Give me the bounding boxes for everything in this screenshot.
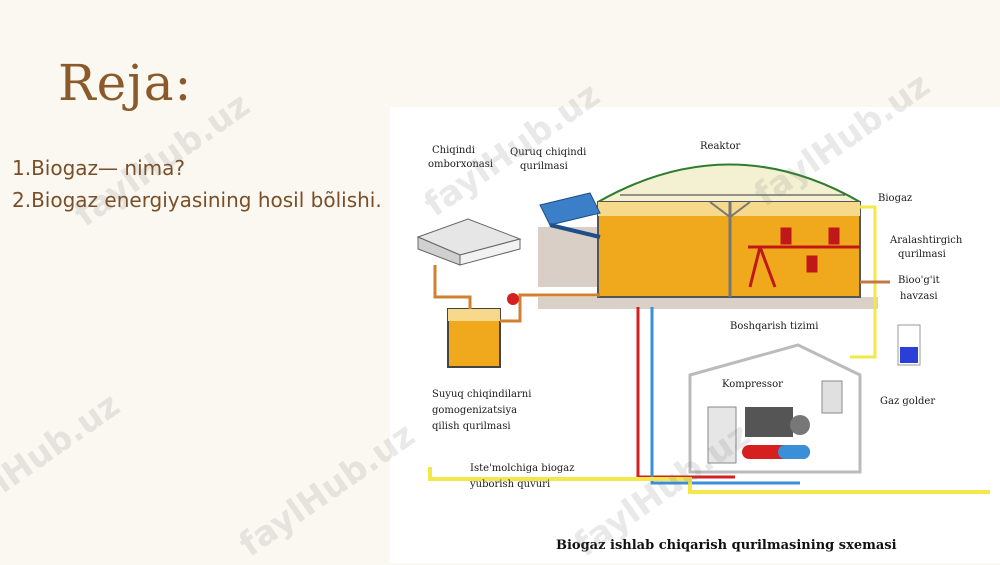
label-liquid-2: gomogenizatsiya [432, 405, 517, 416]
label-mixer-2: qurilmasi [898, 249, 946, 260]
label-waste-storage-2: omborxonasi [428, 159, 493, 170]
pipe-yellow [428, 467, 990, 494]
label-pipe-2: yuborish quvuri [469, 479, 550, 490]
plan-list: 1.Biogaz— nima? 2.Biogaz energiyasining … [12, 152, 382, 216]
label-pipe-1: Iste'molchiga biogaz [470, 463, 575, 474]
fertilizer-pool-fill [900, 347, 918, 363]
dry-waste-hopper [539, 192, 601, 239]
label-liquid-3: qilish qurilmasi [432, 421, 511, 432]
label-gas-holder: Gaz golder [880, 396, 935, 407]
heat-exchanger-blue [778, 445, 810, 459]
label-fertilizer-2: havzasi [900, 291, 938, 302]
label-reactor: Reaktor [700, 141, 741, 152]
label-dry-waste-1: Quruq chiqindi [510, 147, 586, 158]
mixer [748, 227, 860, 288]
watermark: faylHub.uz [0, 384, 128, 536]
pipe-storage-to-tank [433, 265, 472, 309]
label-compressor: Kompressor [722, 379, 783, 390]
reactor-bracket [709, 201, 751, 219]
diagram-caption: Biogaz ishlab chiqarish qurilmasining sx… [556, 538, 897, 553]
pipe-blue [650, 307, 800, 485]
label-biogas: Biogaz [878, 193, 912, 204]
diagram-canvas: Chiqindi omborxonasi Quruq chiqindi quri… [416, 141, 990, 553]
control-cabinet [707, 406, 737, 464]
compressor-motor [790, 415, 810, 435]
plan-item-2: 2.Biogaz energiyasining hosil bõlishi. [12, 188, 382, 212]
gas-holder-box [821, 380, 843, 414]
label-dry-waste-2: qurilmasi [520, 161, 568, 172]
pump-icon [507, 293, 519, 305]
reactor-dome [597, 163, 861, 203]
label-control: Boshqarish tizimi [730, 321, 818, 332]
slide-title: Reja: [58, 54, 193, 112]
liquid-tank-top [448, 309, 500, 321]
ground-slab [538, 297, 878, 309]
pipe-tank-to-reactor [500, 293, 600, 323]
label-fertilizer-1: Bioo'g'it [898, 275, 940, 286]
plan-item-1: 1.Biogaz— nima? [12, 156, 185, 180]
label-mixer-1: Aralashtirgich [889, 235, 963, 246]
biogas-diagram: Chiqindi omborxonasi Quruq chiqindi quri… [390, 107, 1000, 563]
waste-storage-building [416, 218, 522, 266]
label-waste-storage-1: Chiqindi [432, 145, 475, 156]
ground-block [538, 227, 598, 287]
compressor-unit [745, 407, 793, 437]
label-liquid-1: Suyuq chiqindilarni [432, 389, 531, 400]
